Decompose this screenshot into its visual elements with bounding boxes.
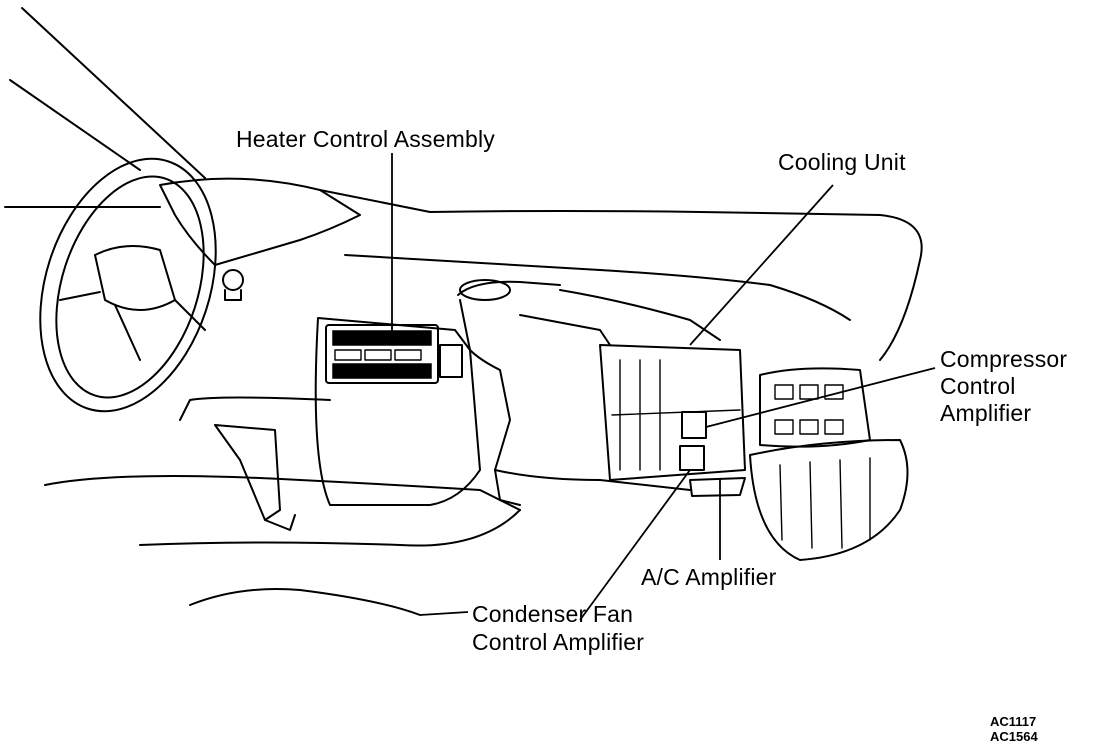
- dash-lower-contour: [459, 299, 691, 491]
- pedal: [214, 424, 281, 521]
- seat-front-line: [139, 509, 521, 547]
- cooling-unit-label: Cooling Unit: [778, 149, 906, 175]
- floor-line: [44, 475, 521, 511]
- ignition-knob: [222, 269, 244, 291]
- dash-top-contour: [429, 210, 923, 361]
- compressor-control-amplifier-label-line3: Amplifier: [940, 400, 1032, 426]
- a-pillar-line: [21, 7, 206, 179]
- condenser-fan-control-amplifier-label-line2: Control Amplifier: [472, 629, 645, 655]
- leader-cooling-unit: [689, 184, 834, 346]
- leader-condenser-amp: [579, 469, 691, 621]
- center-console-panel: [314, 317, 481, 506]
- leader-compressor-amp: [705, 367, 936, 428]
- figure-code-1: AC1117: [990, 714, 1037, 729]
- ac-amplifier-box: [689, 477, 746, 497]
- figure-code-2: AC1564: [990, 729, 1038, 744]
- dash-top-line: [319, 189, 431, 213]
- side-vent-drawing: [749, 367, 909, 561]
- condenser-fan-control-amplifier-label-line1: Condenser Fan: [472, 601, 634, 627]
- heater-control-unit-drawing: [325, 324, 463, 384]
- compressor-control-amplifier-box: [681, 411, 707, 439]
- dash-front-line: [344, 254, 851, 321]
- condenser-fan-amplifier-box: [679, 445, 705, 471]
- ac-amplifier-label: A/C Amplifier: [641, 564, 777, 590]
- seat-edge-line: [189, 588, 421, 616]
- instrument-hood: [159, 177, 361, 266]
- leader-seat-edge: [419, 611, 469, 616]
- compressor-control-amplifier-label-line2: Control: [940, 373, 1016, 399]
- steering-wheel: [39, 157, 217, 413]
- compressor-control-amplifier-label-line1: Compressor: [940, 346, 1068, 372]
- heater-control-assembly-label: Heater Control Assembly: [236, 126, 495, 152]
- windshield-edge-line: [9, 79, 141, 171]
- cooling-unit-drawing: [459, 279, 746, 481]
